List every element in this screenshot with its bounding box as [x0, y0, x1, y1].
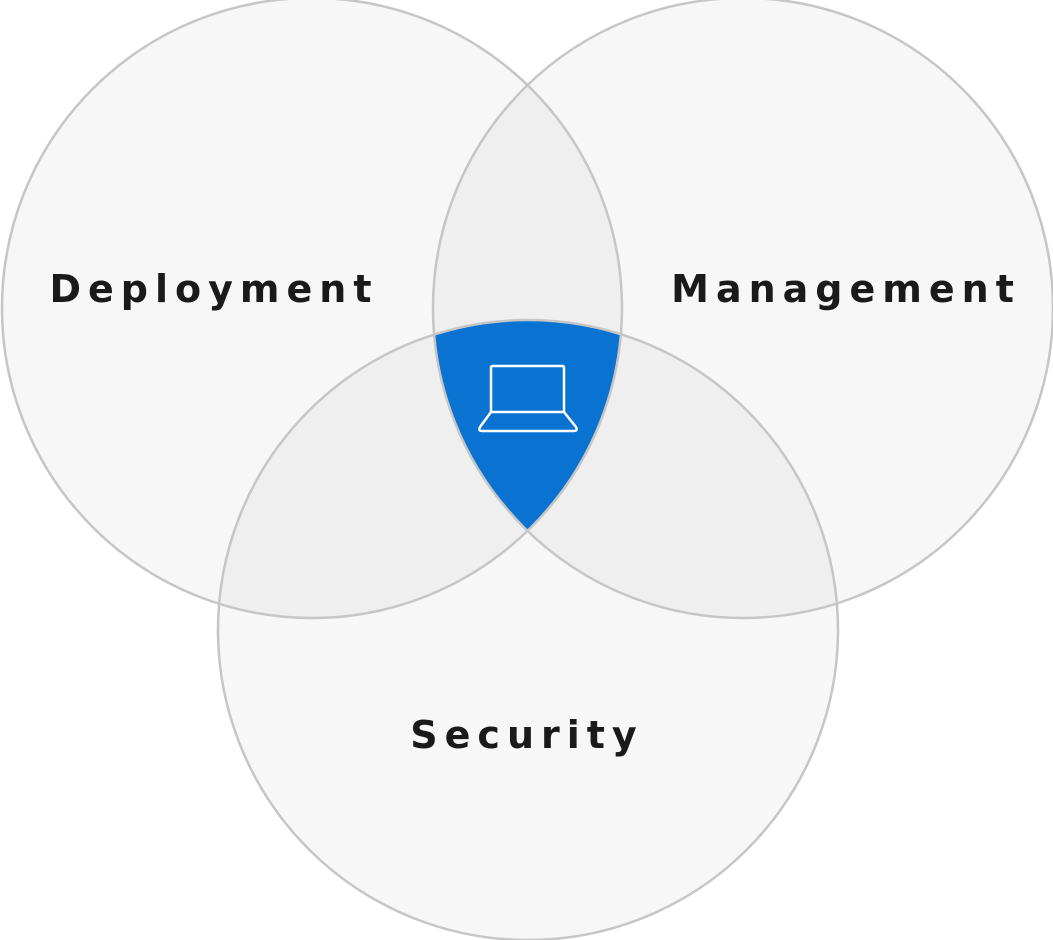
label-security: Security [410, 713, 643, 757]
outline-deployment [0, 0, 624, 620]
outline-management [431, 0, 1053, 620]
laptop-icon [478, 364, 578, 433]
outline-security [216, 318, 840, 940]
overlap-deployment-security [218, 320, 622, 618]
label-management: Management [671, 267, 1021, 311]
overlap-management-security [433, 320, 838, 618]
label-deployment: Deployment [49, 267, 378, 311]
